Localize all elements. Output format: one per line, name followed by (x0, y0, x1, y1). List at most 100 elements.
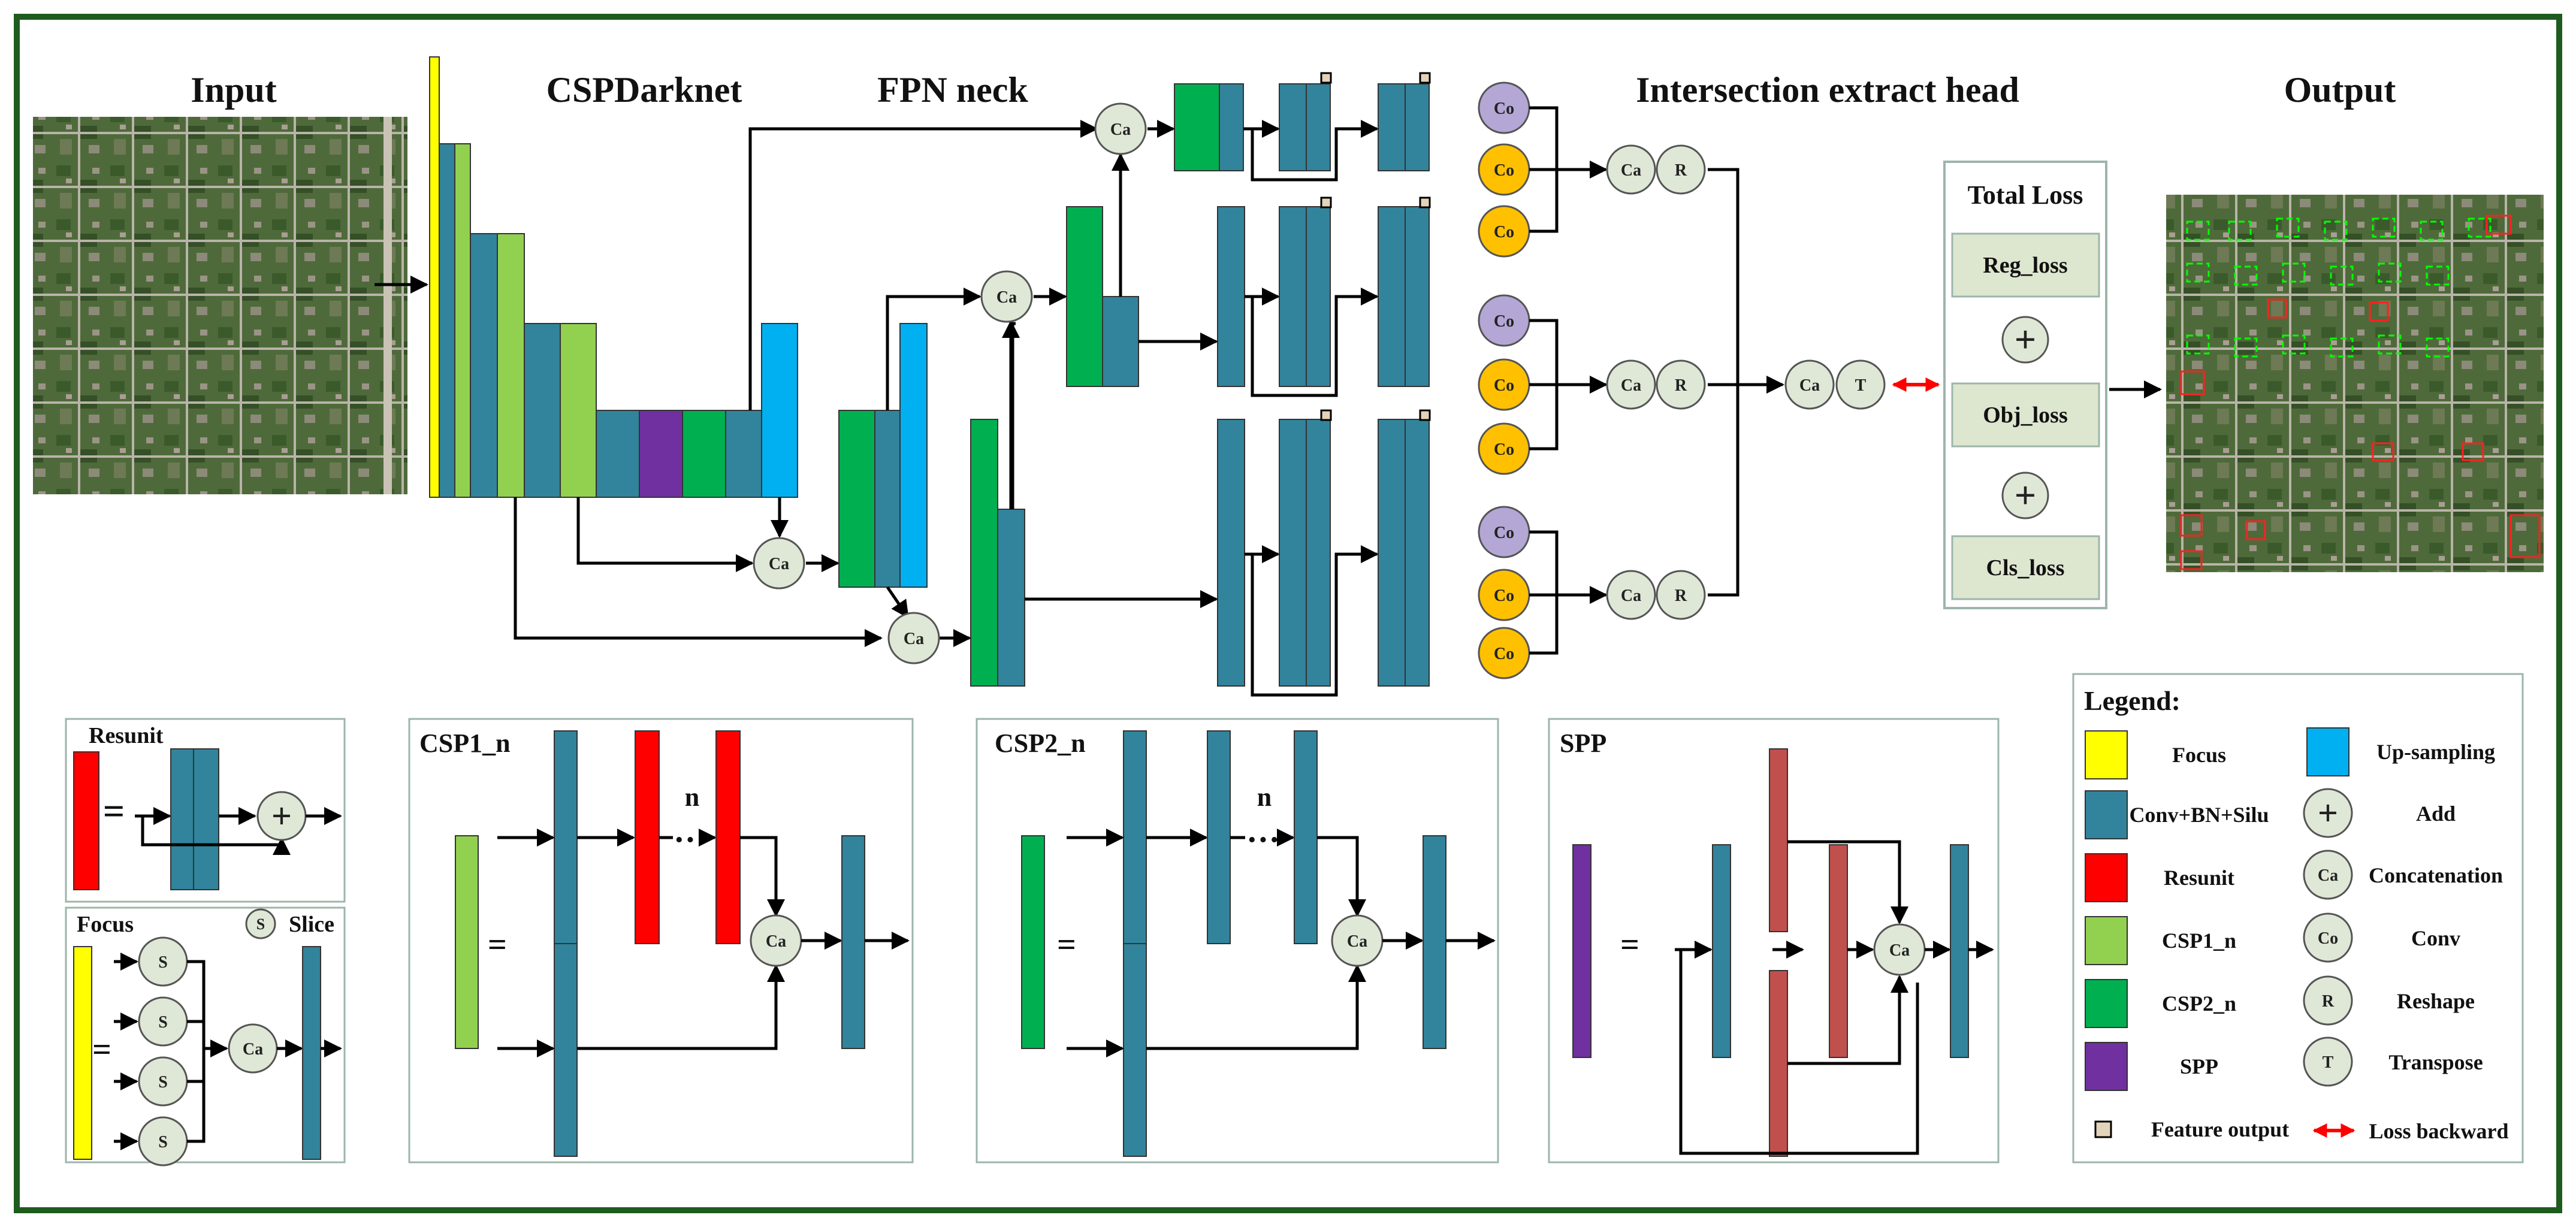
svg-text:Ca: Ca (1347, 932, 1367, 951)
reshape-icon (2303, 975, 2353, 1026)
head-conv-nodes: Co Co Co Co Co Co Co Co Co (1478, 81, 1530, 679)
neck-blocks (838, 83, 1244, 687)
feature-output-marker (1320, 72, 1332, 84)
feature-output-marker (1419, 409, 1431, 421)
svg-text:Up-sampling: Up-sampling (2376, 740, 2495, 764)
svg-text:Co: Co (1494, 645, 1514, 663)
svg-text:+: + (2318, 793, 2338, 833)
conv-block (725, 410, 762, 498)
title-input: Input (191, 70, 276, 110)
svg-text:CSP1_n: CSP1_n (2162, 929, 2236, 953)
svg-text:CSP2_n: CSP2_n (995, 729, 1086, 758)
conv-icon (2303, 912, 2353, 963)
svg-text:T: T (2323, 1053, 2334, 1072)
outer-frame (14, 14, 2562, 1213)
svg-text:+: + (2015, 474, 2036, 516)
svg-text:Reshape: Reshape (2397, 989, 2475, 1013)
svg-text:Resunit: Resunit (89, 723, 164, 748)
svg-text:Ca: Ca (996, 288, 1017, 307)
svg-text:···: ··· (674, 821, 707, 859)
legend-swatch-spp (2085, 1042, 2128, 1091)
svg-text:R: R (2322, 992, 2335, 1011)
svg-text:S: S (158, 953, 168, 972)
svg-text:Feature output: Feature output (2151, 1117, 2289, 1141)
csp2-block (970, 419, 998, 687)
total-loss-box: Total Loss Reg_loss + Obj_loss + Cls_los… (1943, 161, 2107, 609)
spp-block (639, 410, 683, 498)
csp2-module: CSP2_n = n ··· Ca (976, 718, 1499, 1163)
svg-text:Focus: Focus (77, 912, 134, 937)
svg-text:Co: Co (1494, 440, 1514, 459)
svg-text:=: = (1057, 926, 1076, 963)
add-icon (2001, 316, 2049, 364)
csp1-block (497, 233, 525, 498)
legend-swatch-focus (2085, 730, 2128, 779)
legend-swatch-upsample (2306, 727, 2349, 776)
conv-block (596, 410, 640, 498)
svg-text:SPP: SPP (2180, 1054, 2218, 1078)
csp2-block (838, 410, 875, 588)
feature-outputs (1217, 72, 1431, 687)
feature-output-marker (1419, 72, 1431, 84)
feature-output-marker (1419, 197, 1431, 208)
head-ops: Ca R Ca R Ca R Ca T (1606, 144, 1886, 620)
backbone-blocks (429, 56, 798, 498)
svg-text:Ca: Ca (1110, 120, 1131, 139)
svg-text:Ca: Ca (243, 1040, 263, 1059)
add-icon (2001, 472, 2049, 519)
svg-text:S: S (158, 1133, 168, 1152)
svg-text:S: S (256, 915, 265, 933)
svg-text:=: = (92, 1031, 111, 1068)
title-head: Intersection extract head (1636, 70, 2019, 110)
svg-text:=: = (103, 790, 125, 832)
add-icon (2303, 788, 2353, 838)
svg-text:Resunit: Resunit (2164, 866, 2234, 890)
legend-title: Legend: (2084, 685, 2181, 716)
main-connections (514, 120, 1379, 697)
conv-block (997, 509, 1025, 687)
focus-block (429, 56, 440, 498)
concat-node: Ca (887, 612, 940, 664)
head-connections (1529, 106, 2162, 655)
svg-text:Conv: Conv (2411, 926, 2460, 950)
conv-block (1102, 296, 1139, 387)
svg-text:Slice: Slice (289, 912, 334, 937)
upsample-block (899, 323, 928, 588)
feature-output-icon (2094, 1120, 2112, 1138)
svg-text:n: n (1257, 782, 1272, 812)
svg-text:Co: Co (2318, 929, 2338, 948)
svg-text:Co: Co (1494, 376, 1514, 395)
legend-swatch-conv (2085, 790, 2128, 839)
csp1-module: CSP1_n = n ··· Ca (408, 718, 914, 1163)
svg-text:Concatenation: Concatenation (2369, 863, 2503, 887)
input-image (33, 117, 407, 494)
svg-text:n: n (685, 782, 699, 812)
svg-text:SPP: SPP (1560, 729, 1606, 758)
svg-text:Ca: Ca (769, 555, 789, 573)
spp-module: SPP = Ca (1548, 718, 2000, 1163)
svg-text:Focus: Focus (2172, 743, 2226, 767)
csp1-block (560, 323, 597, 498)
csp2-block (1066, 206, 1103, 387)
feature-output-marker (1320, 197, 1332, 208)
upsample-block (761, 323, 798, 498)
loss-item-cls: Cls_loss (1986, 555, 2065, 581)
svg-text:+: + (2015, 318, 2036, 361)
svg-text:=: = (1620, 926, 1639, 963)
csp2-block (682, 410, 726, 498)
svg-text:Ca: Ca (904, 630, 924, 648)
svg-text:Co: Co (1494, 587, 1514, 605)
svg-text:Co: Co (1494, 312, 1514, 331)
svg-text:CSP1_n: CSP1_n (419, 729, 511, 758)
title-backbone: CSPDarknet (546, 70, 742, 110)
loss-item-reg: Reg_loss (1983, 253, 2067, 278)
svg-text:Transpose: Transpose (2388, 1050, 2483, 1074)
svg-text:···: ··· (1246, 821, 1280, 859)
svg-text:S: S (158, 1073, 168, 1092)
concat-icon (2303, 850, 2353, 900)
feature-output-marker (1320, 409, 1332, 421)
svg-text:Loss backward: Loss backward (2369, 1119, 2508, 1143)
legend-swatch-csp2 (2085, 979, 2128, 1028)
title-neck: FPN neck (877, 70, 1028, 110)
loss-item-obj: Obj_loss (1983, 403, 2067, 428)
